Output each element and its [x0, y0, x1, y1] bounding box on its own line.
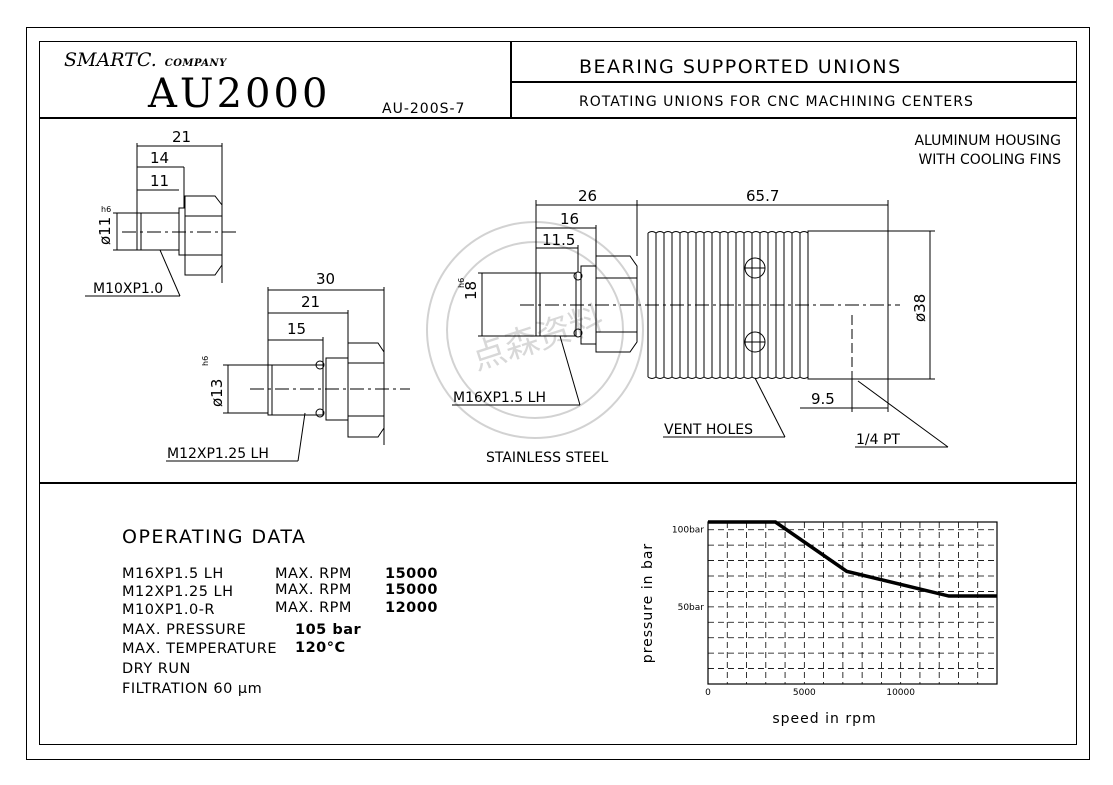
dim-30-mid: 30	[316, 270, 335, 288]
thread-m12-label: M12XP1.25 LH	[167, 446, 269, 462]
chart-y-axis-label: pressure in bar	[640, 543, 656, 663]
thread-m16-label: M16XP1.5 LH	[453, 390, 546, 406]
dim-21-small: 21	[172, 128, 191, 146]
od-row-name: M16XP1.5 LH	[122, 566, 224, 582]
tol-h6-mid: h6	[201, 356, 210, 366]
drawing-title: BEARING SUPPORTED UNIONS	[579, 56, 902, 78]
chart-plot-area	[707, 521, 998, 685]
title-block-divider	[510, 41, 512, 118]
model-number: AU2000	[148, 71, 331, 117]
material-label: STAINLESS STEEL	[486, 450, 609, 466]
dry-run-label: DRY RUN	[122, 661, 191, 677]
dim-26-main: 26	[578, 187, 597, 205]
housing-note-2: WITH COOLING FINS	[918, 152, 1061, 168]
dia-38-label: ø38	[911, 294, 929, 322]
mid-fitting	[166, 287, 410, 462]
dim-18-main: 18	[462, 281, 480, 300]
chart-y-tick-label: 50bar	[678, 603, 705, 613]
title-block-mid-rule	[510, 81, 1077, 83]
dim-65-7-main: 65.7	[746, 187, 779, 205]
drawing-outer-frame	[26, 27, 1090, 760]
vent-holes-label: VENT HOLES	[664, 422, 753, 438]
chart-series-line	[708, 520, 997, 598]
small-fitting	[85, 143, 240, 297]
od-row-value: 12000	[385, 600, 438, 616]
dia-13-label: ø13	[208, 379, 226, 407]
dim-16-main: 16	[560, 210, 579, 228]
dim-11-small: 11	[150, 172, 169, 190]
od-row-value: 15000	[385, 566, 438, 582]
chart-grid	[708, 522, 997, 684]
drawing-number: AU-200S-7	[382, 101, 466, 117]
section-divider	[39, 482, 1077, 484]
title-block-bottom-rule	[39, 117, 1077, 119]
max-pressure-value: 105 bar	[295, 622, 362, 638]
chart-x-axis-label: speed in rpm	[772, 711, 876, 727]
od-row-label: MAX. RPM	[275, 582, 352, 598]
dim-9-5-main: 9.5	[811, 390, 835, 408]
od-row-label: MAX. RPM	[275, 566, 352, 582]
od-row-value: 15000	[385, 582, 438, 598]
chart-ticks: 0 5000 10000 100bar 50bar	[672, 526, 915, 698]
od-row-name: M10XP1.0-R	[122, 602, 216, 618]
operating-data-title: OPERATING DATA	[122, 526, 307, 548]
max-pressure-label: MAX. PRESSURE	[122, 622, 247, 638]
dim-21-mid: 21	[301, 293, 320, 311]
od-row-label: MAX. RPM	[275, 600, 352, 616]
company-name: SMARTC.COMPANY	[64, 49, 227, 71]
filtration-label: FILTRATION 60 μm	[122, 681, 263, 697]
od-row-name: M12XP1.25 LH	[122, 584, 234, 600]
drawing-subtitle: ROTATING UNIONS FOR CNC MACHINING CENTER…	[579, 94, 974, 110]
chart-x-tick-label: 10000	[886, 688, 915, 698]
chart-y-tick-label: 100bar	[672, 526, 704, 536]
max-temp-value: 120°C	[295, 640, 346, 656]
thread-m10-label: M10XP1.0	[93, 281, 163, 297]
chart-x-tick-label: 0	[705, 688, 711, 698]
max-temp-label: MAX. TEMPERATURE	[122, 641, 278, 657]
dim-14-small: 14	[150, 149, 169, 167]
chart-x-tick-label: 5000	[793, 688, 816, 698]
housing-note-1: ALUMINUM HOUSING	[914, 133, 1061, 149]
dim-15-mid: 15	[287, 320, 306, 338]
port-label: 1/4 PT	[856, 432, 900, 448]
dia-11-label: ø11	[96, 217, 114, 245]
drawing-inner-frame	[39, 41, 1077, 745]
tol-h6-small: h6	[101, 205, 111, 214]
main-union	[452, 200, 949, 448]
dim-11-5-main: 11.5	[542, 231, 575, 249]
tol-h6-main: h6	[457, 278, 466, 288]
